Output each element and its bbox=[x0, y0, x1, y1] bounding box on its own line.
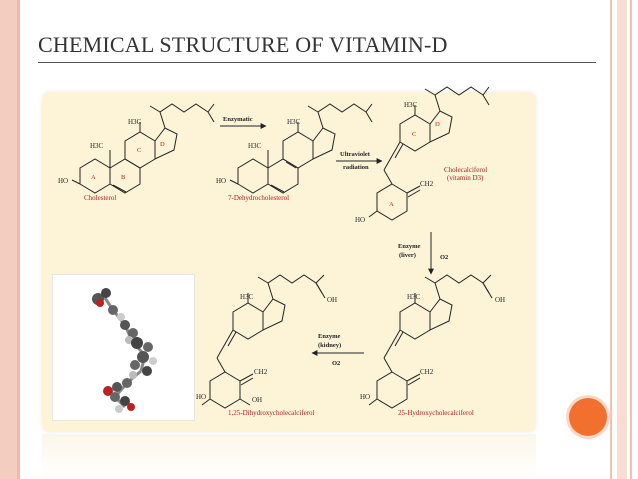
hydroxy25-ch2: CH2 bbox=[420, 368, 434, 376]
step-enzymatic-label: Enzymatic bbox=[223, 116, 253, 123]
ball-and-stick-model-icon bbox=[92, 288, 157, 413]
figure-reflection bbox=[42, 434, 536, 479]
molecule-1-25-dihydroxycholecalciferol bbox=[201, 274, 326, 409]
step-kidney-o2: O2 bbox=[332, 360, 340, 367]
step-liver-label2: (liver) bbox=[399, 252, 416, 259]
molecule-25-hydroxycholecalciferol bbox=[368, 274, 493, 409]
hydroxy25-h3c: H3C bbox=[407, 293, 421, 301]
cholesterol-name: Cholesterol bbox=[84, 194, 116, 202]
hydroxy25-ho: HO bbox=[360, 393, 370, 401]
dehydro-h3c-top: H3C bbox=[287, 118, 301, 126]
cholecalciferol-ho: HO bbox=[355, 216, 365, 224]
ring-label-c: C bbox=[137, 147, 141, 154]
ring-label-a: A bbox=[91, 174, 96, 181]
right-decorative-border bbox=[610, 0, 638, 479]
hydroxy25-oh: OH bbox=[495, 296, 505, 304]
molecule-3d-model-panel bbox=[52, 274, 195, 421]
molecule-cholesterol bbox=[71, 103, 215, 194]
dihydroxy-name: 1,25-Dihydroxycholecalciferol bbox=[228, 409, 315, 417]
ring-label-d: D bbox=[160, 141, 165, 148]
cholesterol-h3c-top: H3C bbox=[128, 118, 142, 126]
step-uv-label2: radiation bbox=[343, 164, 369, 171]
ring-label-b: B bbox=[121, 174, 126, 181]
step-liver-o2: O2 bbox=[440, 254, 448, 261]
dehydro-name: 7-Dehydrocholesterol bbox=[228, 194, 289, 202]
dihydroxy-ho: HO bbox=[196, 393, 206, 401]
cholecalciferol-ring-d: D bbox=[435, 121, 440, 128]
molecule-cholecalciferol bbox=[368, 86, 490, 221]
dehydro-ho: HO bbox=[216, 177, 226, 185]
cholecalciferol-h3c: H3C bbox=[404, 101, 418, 109]
dehydro-h3c-left: H3C bbox=[248, 142, 262, 150]
hydroxy25-name: 25-Hydroxycholecalciferol bbox=[398, 409, 474, 417]
dihydroxy-ch2: CH2 bbox=[254, 368, 268, 376]
cholesterol-ho: HO bbox=[58, 177, 68, 185]
cholecalciferol-ring-c: C bbox=[412, 131, 416, 138]
cholecalciferol-ring-a: A bbox=[389, 201, 394, 208]
accent-orange-circle bbox=[569, 398, 607, 436]
step-kidney-label: Enzyme bbox=[318, 333, 341, 340]
step-uv-label: Ultraviolet bbox=[340, 151, 371, 158]
dihydroxy-oh: OH bbox=[327, 296, 337, 304]
step-liver-label: Enzyme bbox=[398, 243, 421, 250]
step-kidney-label2: (kidney) bbox=[318, 342, 341, 349]
title-underline bbox=[38, 62, 596, 63]
cholecalciferol-ch2: CH2 bbox=[420, 180, 434, 188]
cholecalciferol-name: Cholecalciferol bbox=[444, 166, 487, 174]
dihydroxy-h3c: H3C bbox=[240, 293, 254, 301]
cholecalciferol-subname: (vitamin D3) bbox=[447, 174, 484, 182]
left-decorative-border bbox=[0, 0, 20, 479]
slide-title: CHEMICAL STRUCTURE OF VITAMIN-D bbox=[38, 32, 448, 57]
molecule-7-dehydrocholesterol bbox=[229, 103, 373, 194]
cholesterol-h3c-left: H3C bbox=[90, 142, 104, 150]
dihydroxy-oh2: OH bbox=[252, 396, 262, 404]
